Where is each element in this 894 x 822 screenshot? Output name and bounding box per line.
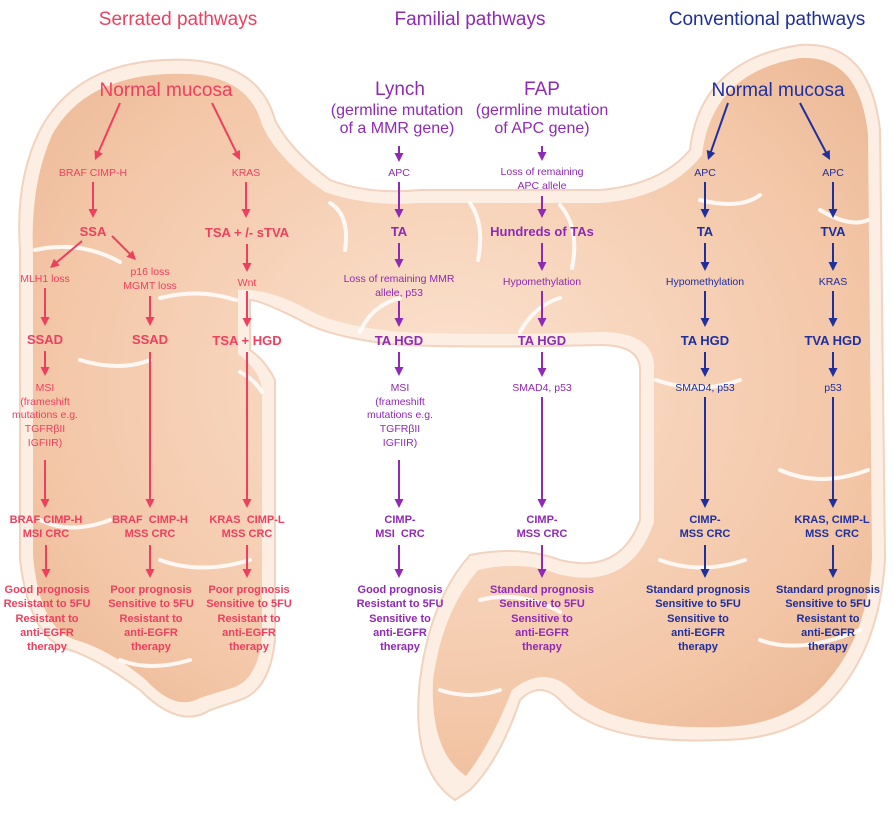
serrated-p16: p16 loss MGMT loss bbox=[123, 266, 176, 293]
serrated-crc-mid: BRAF CIMP-H MSS CRC bbox=[112, 513, 188, 542]
fap-step-hundreds-tas: Hundreds of TAs bbox=[490, 224, 594, 240]
familial-arrow-head bbox=[538, 499, 547, 508]
familial-arrow-head bbox=[538, 368, 547, 377]
lynch-step-loss-mmr: Loss of remaining MMR allele, p53 bbox=[344, 273, 455, 300]
lynch-title: Lynch bbox=[375, 78, 425, 101]
familial-arrow-head bbox=[395, 367, 404, 376]
fap-crc: CIMP- MSS CRC bbox=[517, 513, 568, 542]
lynch-step-msi: MSI (frameshift mutations e.g. TGFRβII I… bbox=[367, 382, 433, 450]
lynch-step-ta-hgd: TA HGD bbox=[375, 333, 423, 349]
familial-arrow-head bbox=[395, 153, 404, 162]
serrated-ssad-mid: SSAD bbox=[132, 332, 168, 348]
fap-description: (germline mutation of APC gene) bbox=[476, 102, 609, 138]
conv-left-crc: CIMP- MSS CRC bbox=[680, 513, 731, 542]
lynch-description: (germline mutation of a MMR gene) bbox=[331, 102, 464, 138]
serrated-branch-braf: BRAF CIMP-H bbox=[59, 167, 127, 181]
serrated-wnt: Wnt bbox=[238, 277, 257, 291]
fap-step-ta-hgd: TA HGD bbox=[518, 333, 566, 349]
serrated-origin: Normal mucosa bbox=[99, 79, 232, 102]
familial-arrow-head bbox=[538, 152, 547, 161]
conv-left-prognosis: Standard prognosis Sensitive to 5FU Sens… bbox=[646, 583, 750, 654]
conv-right-crc: KRAS, CIMP-L MSS CRC bbox=[794, 513, 869, 542]
serrated-msi: MSI (frameshift mutations e.g. TGFRβII I… bbox=[12, 382, 78, 450]
serrated-crc-right: KRAS CIMP-L MSS CRC bbox=[209, 513, 284, 542]
header-serrated: Serrated pathways bbox=[99, 8, 257, 31]
serrated-ssad-left: SSAD bbox=[27, 332, 63, 348]
conv-left-smad4: SMAD4, p53 bbox=[675, 382, 735, 396]
serrated-mlh1: MLH1 loss bbox=[20, 273, 70, 287]
serrated-prognosis-right: Poor prognosis Sensitive to 5FU Resistan… bbox=[206, 583, 292, 654]
serrated-tsa: TSA + /- sTVA bbox=[205, 225, 289, 241]
conventional-origin: Normal mucosa bbox=[711, 79, 844, 102]
conv-right-tva: TVA bbox=[820, 224, 845, 240]
fap-step-loss-apc: Loss of remaining APC allele bbox=[501, 166, 584, 193]
lynch-crc: CIMP- MSI CRC bbox=[375, 513, 425, 542]
conv-left-ta-hgd: TA HGD bbox=[681, 333, 729, 349]
conv-right-p53: p53 bbox=[824, 382, 842, 396]
conv-left-apc: APC bbox=[694, 167, 716, 181]
header-familial: Familial pathways bbox=[395, 8, 546, 31]
serrated-crc-left: BRAF CIMP-H MSI CRC bbox=[10, 513, 83, 542]
serrated-prognosis-mid: Poor prognosis Sensitive to 5FU Resistan… bbox=[108, 583, 194, 654]
lynch-step-ta: TA bbox=[391, 224, 407, 240]
conv-right-tva-hgd: TVA HGD bbox=[804, 333, 861, 349]
familial-arrow-head bbox=[395, 569, 404, 578]
header-conventional: Conventional pathways bbox=[669, 8, 865, 31]
conv-right-kras: KRAS bbox=[819, 276, 848, 290]
conv-left-hypomethylation: Hypomethylation bbox=[666, 276, 744, 290]
fap-title: FAP bbox=[524, 78, 560, 101]
lynch-step-apc: APC bbox=[388, 167, 410, 181]
serrated-tsa-hgd: TSA + HGD bbox=[212, 333, 281, 349]
fap-step-smad4: SMAD4, p53 bbox=[512, 382, 572, 396]
serrated-ssa: SSA bbox=[80, 224, 107, 240]
conv-right-apc: APC bbox=[822, 167, 844, 181]
fap-step-hypomethylation: Hypomethylation bbox=[503, 276, 581, 290]
serrated-prognosis-left: Good prognosis Resistant to 5FU Resistan… bbox=[4, 583, 91, 654]
conv-right-prognosis: Standard prognosis Sensitive to 5FU Resi… bbox=[776, 583, 880, 654]
conv-left-ta: TA bbox=[697, 224, 713, 240]
familial-arrow-head bbox=[395, 499, 404, 508]
fap-prognosis: Standard prognosis Sensitive to 5FU Sens… bbox=[490, 583, 594, 654]
serrated-branch-kras: KRAS bbox=[232, 167, 261, 181]
lynch-prognosis: Good prognosis Resistant to 5FU Sensitiv… bbox=[357, 583, 444, 654]
